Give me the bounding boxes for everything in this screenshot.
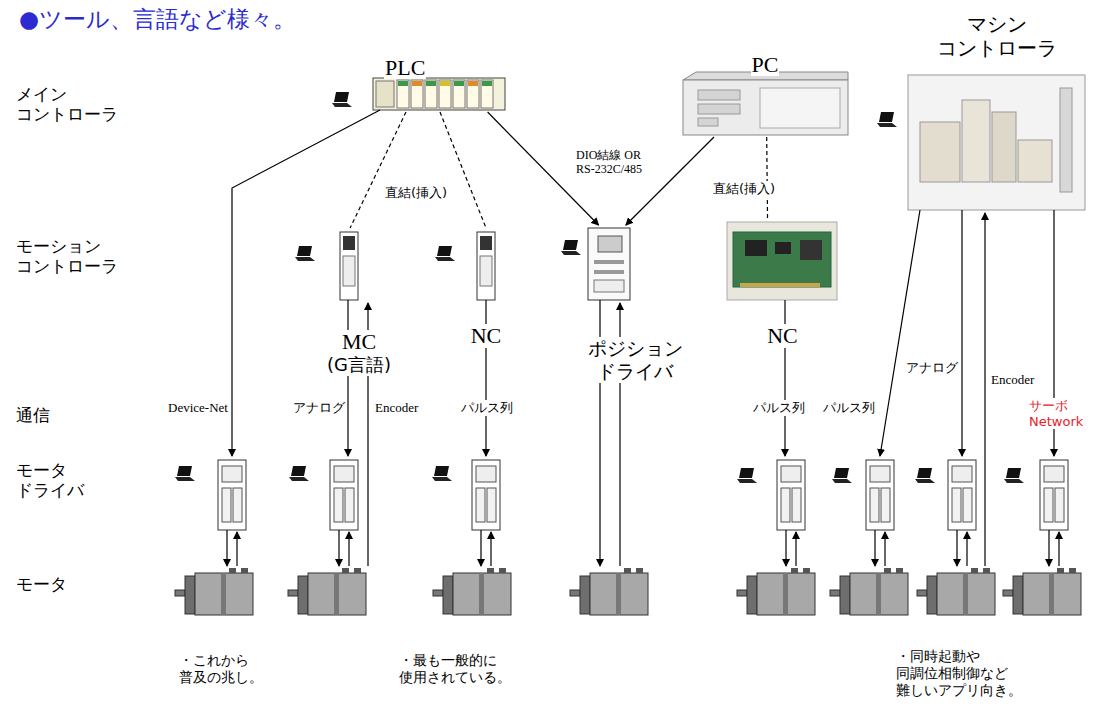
machine-controller-picture [908, 75, 1085, 210]
title: ●ツール、言語など様々。 [18, 6, 297, 34]
device-label: NC [766, 324, 799, 348]
laptop-icon [295, 246, 315, 261]
laptop-icon [561, 240, 581, 255]
label-holder: メイン コントローラ [15, 84, 127, 125]
text-label: ・同時起動や 同調位相制御など 難しいアプリ向き。 [895, 648, 1029, 698]
connector [350, 112, 406, 228]
laptop-icon [1004, 468, 1024, 483]
label-holder: モータ ドライバ [15, 460, 127, 501]
device-label: ポジション ドライバ [582, 337, 688, 383]
text-label: Encoder [990, 372, 1035, 388]
motor-driver [866, 460, 894, 530]
label-holder: Encoder [990, 372, 1035, 388]
edge-label: DIO結線 OR RS-232C/485 [575, 148, 655, 177]
pc-picture [683, 72, 848, 135]
text-label: パルス列 [822, 400, 876, 416]
label-holder: 通信 [15, 405, 51, 425]
label-holder: モーション コントローラ [15, 236, 127, 277]
text-label: パルス列 [460, 400, 514, 416]
text-label: Device-Net [167, 400, 229, 416]
label-holder: 直結(挿入) [712, 181, 776, 197]
connector [766, 137, 768, 220]
device-label: PC [751, 54, 780, 76]
device-node: ポジション ドライバ [578, 225, 692, 383]
connector [440, 112, 486, 228]
motor-driver [777, 460, 805, 530]
text-label: 直結(挿入) [712, 181, 776, 197]
laptop-icon [289, 466, 309, 481]
text-label: モータ [15, 574, 68, 594]
label-holder: ・これから 普及の兆し。 [178, 652, 272, 686]
label-holder: ・最も一般的に 使用されている。 [398, 652, 524, 686]
text-label: ・これから 普及の兆し。 [178, 652, 272, 686]
label-holder: アナログ [292, 400, 346, 416]
text-label: 直結(挿入) [384, 185, 448, 201]
text-label: メイン コントローラ [15, 84, 127, 125]
label-holder: アナログ [905, 360, 959, 376]
laptop-icon [435, 246, 455, 261]
motor-driver [1040, 460, 1068, 530]
laptop-icon [832, 468, 852, 483]
text-label: アナログ [905, 360, 959, 376]
label-holder: モータ [15, 574, 68, 594]
text-label: モーション コントローラ [15, 236, 127, 277]
laptop-icon [332, 92, 352, 107]
signal-lines [232, 110, 1054, 566]
device-node: NC [725, 220, 840, 348]
text-label: 通信 [15, 405, 51, 425]
device-label: (G言語) [326, 354, 392, 376]
text-label: アナログ [292, 400, 346, 416]
motor [433, 568, 511, 615]
text-label: モータ ドライバ [15, 460, 127, 501]
device-label: PLC [384, 57, 426, 79]
motor [570, 568, 648, 615]
device-node: マシン コントローラ [905, 12, 1088, 212]
device-label: マシン コントローラ [933, 12, 1060, 60]
nc-device [477, 232, 495, 300]
text-label: Encoder [374, 400, 419, 416]
nc-card-picture [727, 222, 837, 300]
laptop-icon [877, 112, 897, 127]
motor [830, 568, 908, 615]
motor-driver [218, 460, 246, 530]
motor [1003, 568, 1081, 615]
motor [175, 568, 253, 615]
motor-driver [472, 460, 500, 530]
device-label: NC [470, 324, 503, 348]
plc-picture [373, 78, 505, 110]
device-label: MC [341, 330, 377, 354]
motor-driver [948, 460, 976, 530]
label-holder: パルス列 [752, 400, 806, 416]
label-holder: パルス列 [822, 400, 876, 416]
laptop-icon [915, 468, 935, 483]
label-holder: ・同時起動や 同調位相制御など 難しいアプリ向き。 [895, 648, 1029, 698]
motor-driver [330, 460, 358, 530]
text-label: サーボ Network [1028, 398, 1094, 429]
motor [737, 568, 815, 615]
laptop-icon [175, 466, 195, 481]
device-node: PC [680, 50, 850, 137]
motor [917, 568, 995, 615]
position-driver-device [588, 228, 630, 300]
laptop-icon [737, 468, 757, 483]
device-node: NC [455, 228, 517, 348]
edge-label-holder: DIO結線 OR RS-232C/485 [575, 148, 655, 177]
mc-device [340, 232, 358, 300]
motor [288, 568, 366, 615]
label-holder: 直結(挿入) [384, 185, 448, 201]
label-holder: Device-Net [167, 400, 229, 416]
text-label: パルス列 [752, 400, 806, 416]
label-holder: サーボ Network [1028, 398, 1094, 429]
laptop-icon [432, 466, 452, 481]
label-holder: Encoder [374, 400, 419, 416]
text-label: ・最も一般的に 使用されている。 [398, 652, 524, 686]
motor-wiring [227, 530, 1059, 566]
device-node: PLC [372, 55, 508, 112]
device-node: MC(G言語) [322, 228, 396, 376]
title-holder: ●ツール、言語など様々。 [18, 6, 297, 34]
label-holder: パルス列 [460, 400, 514, 416]
